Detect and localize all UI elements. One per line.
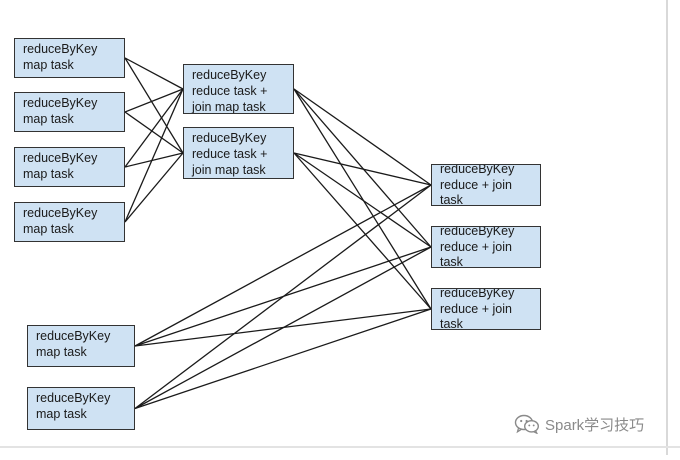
edge-m6-r3: [134, 308, 432, 410]
edge-m1-j2: [124, 57, 184, 154]
node-line: reduce + join: [440, 177, 512, 192]
node-line: reduceByKey: [23, 206, 98, 220]
node-line: reduce + join: [440, 239, 512, 254]
node-line: map task: [23, 112, 74, 126]
node-map-task-5: reduceByKey map task: [27, 325, 135, 367]
node-line: task: [440, 193, 463, 206]
edge-m2-j2: [124, 111, 184, 154]
node-reduce-join-task-1: reduceByKey reduce + join task: [431, 164, 541, 206]
node-line: join map task: [192, 100, 266, 114]
edge-m1-j1: [124, 57, 184, 90]
node-line: reduce + join: [440, 301, 512, 316]
edge-m2-j1: [124, 88, 184, 113]
bottom-border-rule: [0, 446, 680, 448]
node-line: reduce task +: [192, 147, 268, 161]
node-line: map task: [23, 222, 74, 236]
edge-m6-r1: [134, 184, 432, 410]
node-map-task-6: reduceByKey map task: [27, 387, 135, 430]
node-line: reduceByKey: [23, 151, 98, 165]
node-reduce-join-task-3: reduceByKey reduce + join task: [431, 288, 541, 330]
edge-j1-r2: [293, 88, 432, 248]
node-line: reduceByKey: [36, 329, 111, 343]
node-line: reduceByKey: [23, 42, 98, 56]
node-line: task: [440, 317, 463, 330]
edge-j2-r2: [293, 152, 432, 248]
node-line: join map task: [192, 163, 266, 177]
node-reduce-join-map-task-1: reduceByKey reduce task + join map task: [183, 64, 294, 114]
edge-m4-j1: [124, 88, 184, 223]
edge-m6-r2: [134, 246, 432, 410]
node-line: map task: [23, 167, 74, 181]
watermark: Spark学习技巧: [514, 413, 644, 435]
node-line: reduceByKey: [36, 391, 111, 405]
node-line: map task: [23, 58, 74, 72]
node-line: task: [440, 255, 463, 268]
node-line: reduceByKey: [440, 164, 515, 176]
edge-j2-r3: [293, 152, 432, 310]
edge-j1-r3: [293, 88, 432, 310]
node-line: reduceByKey: [23, 96, 98, 110]
node-map-task-1: reduceByKey map task: [14, 38, 125, 78]
edge-m5-r1: [134, 184, 432, 347]
node-map-task-2: reduceByKey map task: [14, 92, 125, 132]
node-line: map task: [36, 407, 87, 421]
edge-m3-j2: [124, 152, 184, 168]
wechat-icon: [514, 414, 540, 434]
watermark-text: Spark学习技巧: [545, 416, 645, 434]
right-border-rule: [666, 0, 668, 455]
node-line: reduceByKey: [192, 68, 267, 82]
edge-j2-r1: [293, 152, 432, 186]
node-line: reduceByKey: [192, 131, 267, 145]
node-reduce-join-map-task-2: reduceByKey reduce task + join map task: [183, 127, 294, 179]
node-line: reduce task +: [192, 84, 268, 98]
edge-j1-r1: [293, 88, 432, 186]
node-line: map task: [36, 345, 87, 359]
node-line: reduceByKey: [440, 226, 515, 238]
node-line: reduceByKey: [440, 288, 515, 300]
node-map-task-4: reduceByKey map task: [14, 202, 125, 242]
edge-m3-j1: [124, 88, 184, 168]
edge-m4-j2: [124, 152, 184, 223]
node-reduce-join-task-2: reduceByKey reduce + join task: [431, 226, 541, 268]
node-map-task-3: reduceByKey map task: [14, 147, 125, 187]
